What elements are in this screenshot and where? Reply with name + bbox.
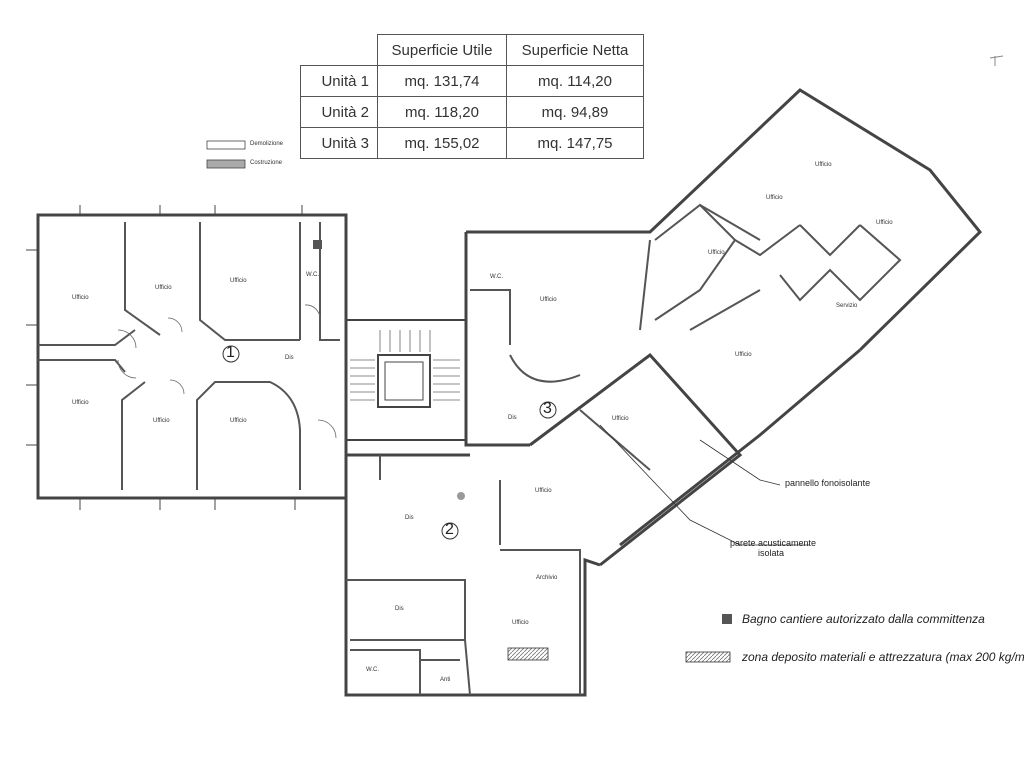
unit-3-walls: [464, 88, 983, 567]
unit-1-circle: [222, 345, 240, 363]
bagno-legend-icon: [722, 614, 732, 624]
room-label: Servizio: [836, 303, 858, 309]
room-label: Ufficio: [876, 220, 893, 226]
unit-3-partitions: [470, 203, 902, 545]
room-label: W.C.: [366, 667, 379, 673]
unit-2-number: 2: [445, 521, 454, 538]
deposito-legend-icon: [685, 651, 731, 663]
room-label: W.C.: [306, 272, 319, 278]
costruzione-label: Costruzione: [250, 160, 283, 166]
netta-value: mq. 94,89: [506, 96, 644, 128]
room-label: Archivio: [536, 575, 558, 581]
utile-value: mq. 155,02: [377, 127, 507, 159]
area-table-header: Superficie Utile Superficie Netta: [300, 34, 644, 66]
pannello-line: [699, 439, 781, 486]
table-row: Unità 3 mq. 155,02 mq. 147,75: [300, 127, 644, 159]
parete-line: [599, 424, 810, 546]
room-label: Dis: [285, 355, 294, 361]
room-label: Ufficio: [230, 278, 247, 284]
deposito-legend-label: zona deposito materiali e attrezzatura (…: [742, 650, 1024, 664]
stair-core: [345, 319, 467, 441]
room-label: Anti: [440, 677, 451, 683]
room-label: Dis: [508, 415, 517, 421]
parete-callout-line1: parete acusticamente: [730, 538, 817, 548]
stair-treads: [350, 330, 460, 401]
unit-1-number: 1: [226, 344, 235, 361]
utile-value: mq. 131,74: [377, 65, 507, 97]
room-label: Ufficio: [512, 620, 529, 626]
room-label: Ufficio: [612, 416, 629, 422]
room-label: Ufficio: [153, 418, 170, 424]
pannello-callout: pannello fonoisolante: [785, 478, 871, 488]
table-row: Unità 1 mq. 131,74 mq. 114,20: [300, 65, 644, 97]
floor-drain-icon: [457, 492, 465, 500]
demolizione-label: Demolizione: [250, 141, 284, 147]
netta-value: mq. 114,20: [506, 65, 644, 97]
unit-1-partitions: [38, 222, 340, 490]
room-label: Ufficio: [540, 297, 557, 303]
unit-2-partitions: [346, 455, 581, 696]
unit-2-walls: [344, 440, 601, 697]
room-label: Ufficio: [735, 352, 752, 358]
bagno-legend-label: Bagno cantiere autorizzato dalla committ…: [742, 612, 985, 626]
room-label: Ufficio: [535, 488, 552, 494]
unit-1-wall-ticks: [26, 205, 303, 510]
room-label: Ufficio: [72, 400, 89, 406]
netta-value: mq. 147,75: [506, 127, 644, 159]
table-row: Unità 2 mq. 118,20 mq. 94,89: [300, 96, 644, 128]
area-table: Superficie Utile Superficie Netta Unità …: [300, 34, 644, 159]
room-label: Ufficio: [155, 285, 172, 291]
unit-label: Unità 3: [300, 127, 378, 159]
room-label: Ufficio: [230, 418, 247, 424]
corner-mark-icon: [989, 55, 1004, 66]
room-label: Dis: [405, 515, 414, 521]
bagno-marker-icon: [313, 240, 322, 249]
utile-value: mq. 118,20: [377, 96, 507, 128]
unit-3-circle: [539, 401, 557, 419]
header-netta: Superficie Netta: [506, 34, 644, 66]
room-label: Dis: [395, 606, 404, 612]
room-label: Ufficio: [766, 195, 783, 201]
room-label: Ufficio: [708, 250, 725, 256]
parete-callout-line2: isolata: [758, 548, 785, 558]
deposito-zone: [507, 647, 549, 661]
room-label: Ufficio: [815, 162, 832, 168]
unit-3-number: 3: [543, 400, 552, 417]
room-label: W.C.: [490, 274, 503, 280]
unit-label: Unità 2: [300, 96, 378, 128]
header-utile: Superficie Utile: [377, 34, 507, 66]
demolizione-swatch: [206, 140, 246, 150]
unit-1-doors: [117, 304, 337, 439]
table-corner: [300, 34, 378, 66]
unit-2-circle: [441, 522, 459, 540]
room-label: Ufficio: [72, 295, 89, 301]
costruzione-swatch: [206, 159, 246, 169]
unit-label: Unità 1: [300, 65, 378, 97]
